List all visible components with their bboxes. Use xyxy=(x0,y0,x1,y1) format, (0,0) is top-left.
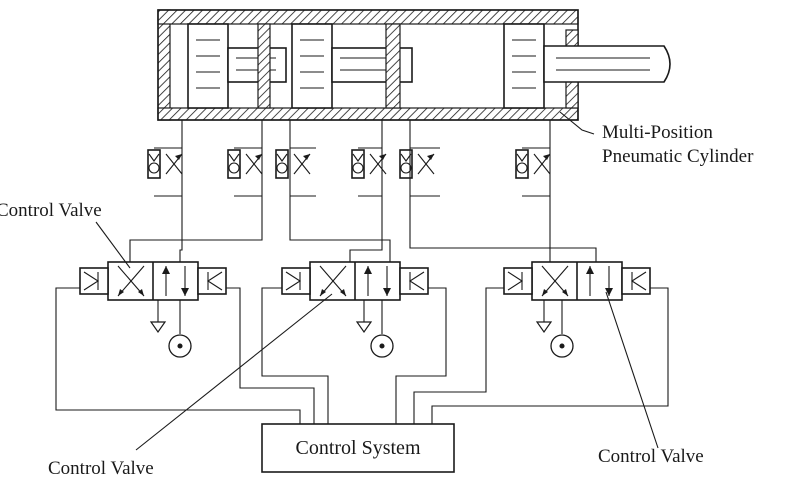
flow-control-valves xyxy=(147,147,551,197)
control-valve-label-bottom: Control Valve xyxy=(48,458,154,479)
cylinder-label-line2: Pneumatic Cylinder xyxy=(602,146,754,167)
control-system-label: Control System xyxy=(295,437,420,459)
valve-middle xyxy=(281,261,429,301)
supply-lines xyxy=(129,196,597,262)
control-valve-label-right: Control Valve xyxy=(598,446,704,467)
multi-position-cylinder xyxy=(157,9,671,121)
exhaust-and-supply xyxy=(149,300,574,358)
cylinder-ports xyxy=(181,120,551,148)
control-valve-label-left: Control Valve xyxy=(0,200,102,221)
leader-lines xyxy=(95,111,659,451)
control-wiring xyxy=(55,287,669,424)
cylinder-label-line1: Multi-Position xyxy=(602,122,713,143)
control-system-box: Control System xyxy=(261,423,455,473)
valve-right xyxy=(503,261,651,301)
valve-left xyxy=(79,261,227,301)
